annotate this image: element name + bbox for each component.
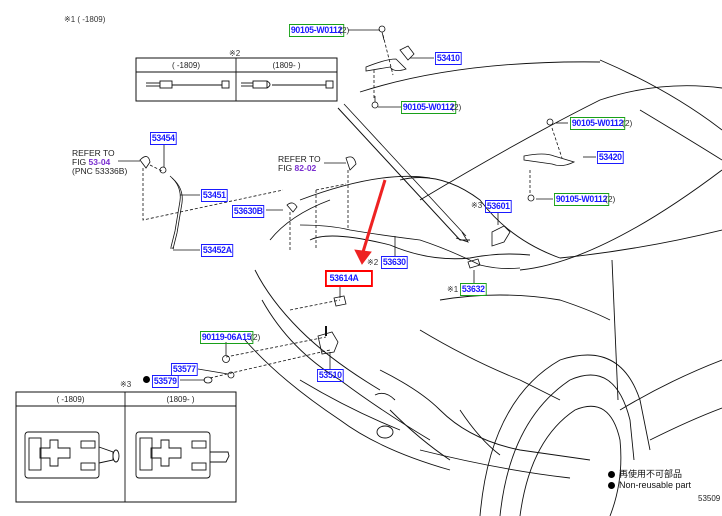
reference-pnc: (PNC 53336B) <box>72 166 128 176</box>
part-label-53577[interactable]: 53577 <box>171 363 198 376</box>
part-label-90105-w0112[interactable]: 90105-W0112 <box>554 193 610 206</box>
part-label-90119-06a15[interactable]: 90119-06A15 <box>200 331 254 344</box>
part-label-53410[interactable]: 53410 <box>435 52 462 65</box>
part-qty: (2) <box>250 332 261 342</box>
part-label-53451[interactable]: 53451 <box>201 189 228 202</box>
note1-header: ※1 ( -1809) <box>64 15 106 24</box>
note3-mark: ※3 <box>120 380 132 389</box>
note2-table <box>135 57 338 102</box>
filled-circle-icon <box>608 482 615 489</box>
non-reusable-dot-icon <box>143 374 154 385</box>
note3-col2-header: (1809- ) <box>166 395 195 404</box>
note2-mark: ※2 <box>229 49 241 58</box>
legend-text-en: Non-reusable part <box>619 480 692 490</box>
fig-prefix: FIG <box>278 163 295 173</box>
note2-col2-header: (1809- ) <box>272 61 301 70</box>
part-qty: (2) <box>605 194 616 204</box>
note-mark: ※2 <box>367 258 379 267</box>
reference-fig-line: FIG 53-04 <box>72 158 127 167</box>
part-label-53601[interactable]: 53601 <box>485 200 512 213</box>
part-qty: (2) <box>622 118 633 128</box>
filled-circle-icon <box>143 376 150 383</box>
note2-col1-header: ( -1809) <box>171 61 200 70</box>
part-label-53510[interactable]: 53510 <box>317 369 344 382</box>
highlight-arrow <box>354 179 387 265</box>
fig-link-53-04[interactable]: 53-04 <box>88 157 111 167</box>
part-label-53420[interactable]: 53420 <box>597 151 624 164</box>
part-label-53579[interactable]: 53579 <box>152 375 179 388</box>
part-qty: (2) <box>451 102 462 112</box>
note3-col1-header: ( -1809) <box>56 395 85 404</box>
reference-line: REFER TO <box>72 148 115 158</box>
part-label-90105-w0112[interactable]: 90105-W0112 <box>289 24 345 37</box>
note-mark: ※1 <box>447 285 459 294</box>
reference-line: REFER TO <box>278 154 321 164</box>
reference-53-04: REFER TO FIG 53-04 (PNC 53336B) <box>72 149 127 176</box>
part-label-53452a[interactable]: 53452A <box>201 244 234 257</box>
part-label-53454[interactable]: 53454 <box>150 132 177 145</box>
reference-82-02: REFER TO FIG 82-02 <box>278 155 321 173</box>
part-label-53630[interactable]: 53630 <box>381 256 408 269</box>
filled-circle-icon <box>608 471 615 478</box>
legend-japanese: 再使用不可部品 <box>608 469 682 480</box>
part-label-53632[interactable]: 53632 <box>460 283 487 296</box>
part-label-53630b[interactable]: 53630B <box>232 205 265 218</box>
reference-fig-line: FIG 82-02 <box>278 164 321 173</box>
part-qty: (2) <box>339 25 350 35</box>
part-label-90105-w0112[interactable]: 90105-W0112 <box>401 101 457 114</box>
legend-text-ja: 再使用不可部品 <box>619 469 683 479</box>
leader-lines <box>118 25 596 384</box>
fig-link-82-02[interactable]: 82-02 <box>294 163 317 173</box>
note3-table <box>15 391 237 503</box>
part-label-53614a-selected[interactable]: 53614A <box>325 270 374 287</box>
part-label-90105-w0112[interactable]: 90105-W0112 <box>570 117 626 130</box>
note-mark: ※3 <box>471 201 483 210</box>
legend-english: Non-reusable part <box>608 480 691 491</box>
vehicle-outline <box>244 59 722 516</box>
fig-prefix: FIG <box>72 157 89 167</box>
figure-number: 53509 <box>698 494 721 503</box>
